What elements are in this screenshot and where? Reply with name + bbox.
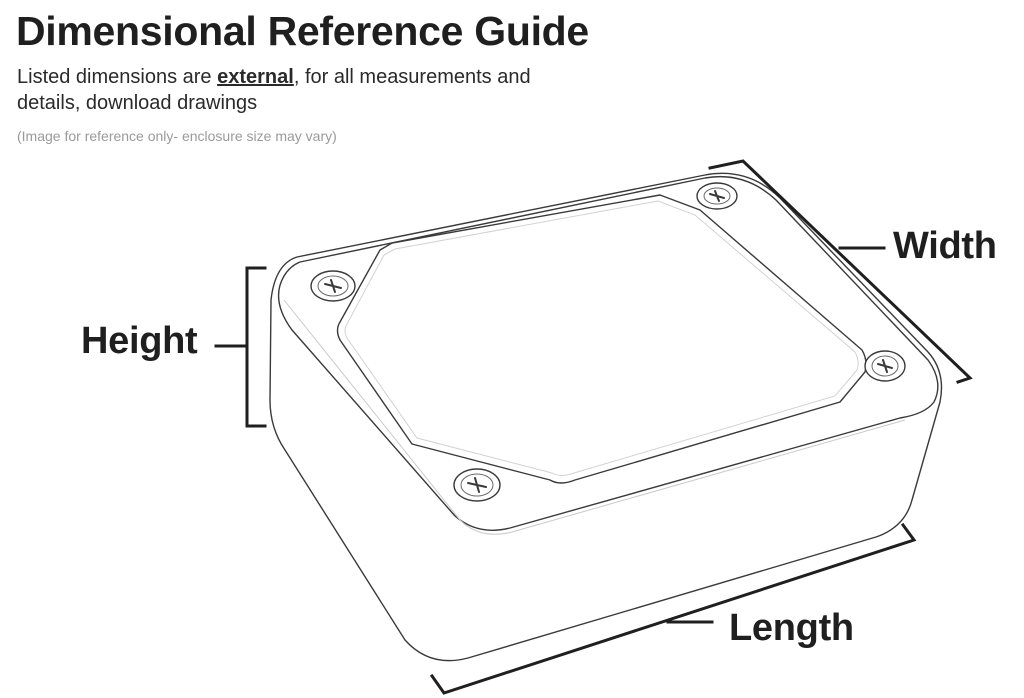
screw-top-right [696, 182, 738, 210]
subtitle-suffix: , for all measurements and details, down… [17, 66, 531, 114]
screw-top-left [310, 270, 356, 302]
height-label: Height [81, 320, 198, 362]
reference-note: (Image for reference only- enclosure siz… [17, 128, 337, 144]
screw-inner [703, 187, 731, 205]
lid-panel-inner [344, 200, 859, 476]
height-bracket [214, 266, 267, 428]
phillips-icon [467, 477, 487, 493]
screw-bottom-left [453, 468, 501, 502]
phillips-icon [709, 190, 725, 202]
subtitle-emphasis: external [217, 66, 294, 88]
length-bracket-line [429, 522, 917, 695]
height-bracket-line [245, 266, 267, 428]
subtitle-prefix: Listed dimensions are [17, 66, 218, 88]
phillips-icon [324, 279, 342, 293]
screw-inner [871, 355, 899, 377]
width-label: Width [893, 225, 997, 267]
phillips-icon [877, 359, 893, 373]
width-bracket [708, 159, 973, 384]
width-bracket-line [708, 159, 973, 384]
lid-panel [336, 194, 867, 484]
edge-highlight [283, 299, 906, 535]
page-title: Dimensional Reference Guide [16, 8, 589, 54]
length-label: Length [729, 607, 854, 649]
screw-inner [317, 275, 349, 297]
screw-bottom-right [864, 350, 906, 382]
length-bracket [429, 522, 917, 695]
subtitle: Listed dimensions are external, for all … [17, 64, 577, 116]
screw-inner [460, 473, 494, 497]
